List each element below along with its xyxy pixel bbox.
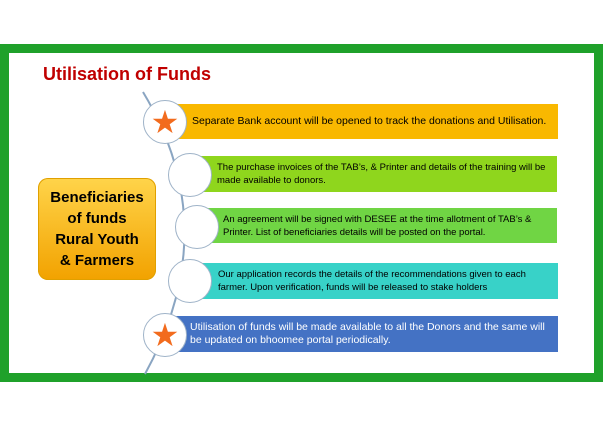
item-text-3: An agreement will be signed with DESEE a… bbox=[223, 213, 532, 238]
beneficiaries-line-4: & Farmers bbox=[59, 252, 135, 269]
beneficiaries-line-1: Beneficiaries bbox=[50, 189, 144, 206]
item-marker-2 bbox=[168, 153, 212, 197]
item-marker-3 bbox=[175, 205, 219, 249]
slide-title: Utilisation of Funds bbox=[43, 64, 211, 84]
item-bar-1: Separate Bank account will be opened to … bbox=[168, 104, 558, 139]
item-text-5: Utilisation of funds will be made availa… bbox=[190, 321, 545, 346]
item-marker-4 bbox=[168, 259, 212, 303]
item-bar-2: The purchase invoices of the TAB’s, & Pr… bbox=[193, 156, 557, 192]
item-bar-4: Our application records the details of t… bbox=[194, 263, 558, 299]
item-marker-1: ★ bbox=[143, 100, 187, 144]
beneficiaries-line-2: of funds bbox=[67, 210, 127, 227]
item-bar-5: Utilisation of funds will be made availa… bbox=[170, 316, 558, 352]
beneficiaries-line-3: Rural Youth bbox=[55, 231, 139, 248]
star-icon: ★ bbox=[150, 104, 180, 140]
item-marker-5: ★ bbox=[143, 313, 187, 357]
star-icon: ★ bbox=[150, 317, 180, 353]
item-bar-3: An agreement will be signed with DESEE a… bbox=[200, 208, 557, 243]
item-text-1: Separate Bank account will be opened to … bbox=[192, 115, 547, 127]
item-text-2: The purchase invoices of the TAB’s, & Pr… bbox=[217, 162, 546, 186]
item-text-4: Our application records the details of t… bbox=[218, 269, 526, 293]
beneficiaries-box: Beneficiaries of funds Rural Youth & Far… bbox=[38, 178, 156, 280]
